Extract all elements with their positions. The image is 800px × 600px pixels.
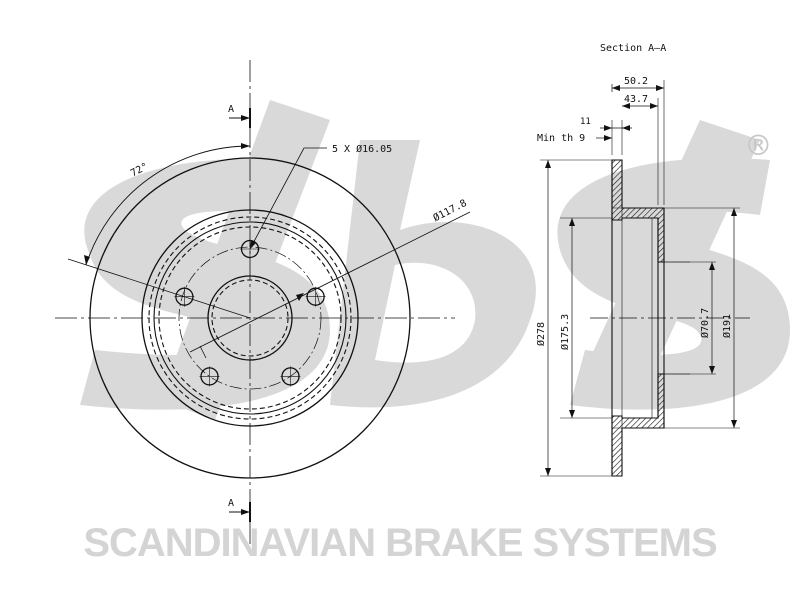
dim-overall-height: 50.2 xyxy=(624,76,648,87)
registered-mark: ® xyxy=(748,126,769,166)
disc-front-view xyxy=(55,60,471,550)
section-dimension-arrows xyxy=(545,85,737,476)
dim-center-bore: Ø70.7 xyxy=(699,308,711,338)
dim-hat-diameter: Ø175.3 xyxy=(559,314,571,350)
pitch-circle-label: Ø117.8 xyxy=(431,197,469,224)
brand-name: SCANDINAVIAN BRAKE SYSTEMS xyxy=(83,521,717,565)
section-marker-top: A xyxy=(228,104,234,115)
sbs-watermark-logo xyxy=(80,100,790,420)
dim-hat-height: 43.7 xyxy=(624,94,648,105)
section-marker-bottom: A xyxy=(228,498,234,509)
dim-inner-diameter: Ø191 xyxy=(721,314,733,338)
section-title: Section A–A xyxy=(600,43,666,54)
dim-min-thickness: Min th 9 xyxy=(537,133,585,144)
disc-section-view xyxy=(540,80,750,477)
dim-thickness: 11 xyxy=(580,117,591,127)
bolt-hole-label: 5 X Ø16.05 xyxy=(332,143,392,155)
dim-outer-diameter: Ø278 xyxy=(535,322,547,346)
